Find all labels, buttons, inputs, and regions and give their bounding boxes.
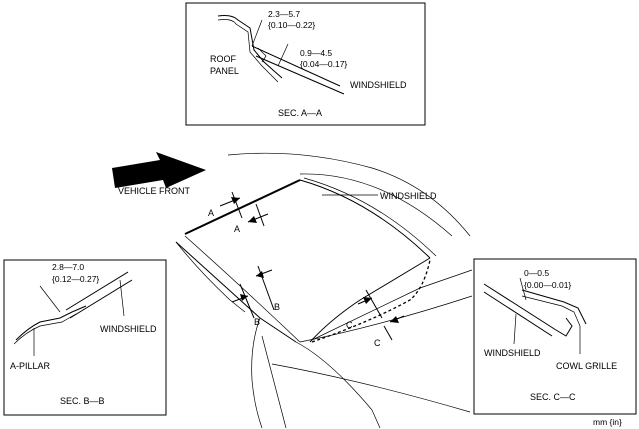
a-pillar-bb-shape-2 [13, 313, 77, 345]
windshield-aa-2 [255, 55, 345, 95]
bb-dim-leader [39, 285, 61, 313]
dim2-in: {0.04—0.17} [300, 59, 347, 69]
lower-body [295, 341, 381, 429]
roof-panel-shape [217, 15, 283, 79]
section-aa-panel: 2.3—5.7 {0.10—0.22} 0.9—4.5 {0.04—0.17} … [185, 2, 426, 126]
windshield-top-edge [184, 179, 301, 235]
section-cc-caption: SEC. C—C [530, 392, 576, 402]
dim1-leader [251, 19, 263, 47]
roof-rail-outer [299, 173, 453, 237]
dim1-in: {0.10—0.22} [268, 20, 315, 30]
marker-b-1: B [274, 302, 280, 312]
dim1-mm: 2.3—5.7 [268, 9, 300, 19]
section-a-arrowhead-2 [248, 216, 257, 223]
windshield-cc-2 [483, 291, 553, 337]
urethane-aa [257, 47, 267, 63]
windshield-cc-label: WINDSHIELD [484, 348, 541, 358]
section-b-line-1 [257, 265, 275, 311]
cc-dim-in: {0.00—0.01} [524, 280, 571, 290]
marker-a-1: A [208, 208, 214, 218]
dim2-leader [277, 43, 289, 67]
a-pillar-base [251, 317, 263, 429]
section-cc-panel: 0—0.5 {0.00—0.01} WINDSHIELD COWL GRILLE… [473, 258, 637, 415]
section-aa-frame [185, 2, 426, 126]
section-b-arrowhead-2 [240, 294, 248, 301]
windshield-bb-label: WINDSHIELD [100, 324, 157, 334]
a-pillar-outer [175, 241, 297, 343]
dim2-mm: 0.9—4.5 [300, 48, 332, 58]
bb-dim-mm: 2.8—7.0 [52, 262, 84, 272]
section-c-arrowhead-1 [363, 297, 372, 304]
roof-panel-label-1: ROOF [210, 54, 237, 64]
windshield-label: WINDSHIELD [380, 191, 437, 201]
body-side [175, 241, 246, 313]
section-b-line-2 [239, 283, 255, 319]
section-a-tick-1 [231, 191, 243, 219]
section-aa-caption: SEC. A—A [278, 108, 322, 118]
windshield-cc-leader [513, 313, 517, 345]
vehicle-front-arrow [112, 152, 206, 188]
marker-c-2: C [374, 338, 381, 348]
section-a-tick-2 [255, 203, 265, 227]
windshield-bb-1 [65, 271, 129, 311]
vehicle-front-label: VEHICLE FRONT [118, 186, 191, 196]
cowl-outline [309, 257, 431, 343]
cowl-grille-shape-2 [521, 295, 581, 327]
a-pillar-bb-shape [15, 305, 87, 341]
section-c-line-2 [383, 325, 393, 341]
bb-dim-in: {0.12—0.27} [52, 274, 99, 284]
roof-panel-label-2: PANEL [210, 66, 239, 76]
windshield-bb-2 [69, 279, 133, 319]
marker-a-2: A [234, 224, 240, 234]
section-bb-panel: 2.8—7.0 {0.12—0.27} WINDSHIELD A-PILLAR … [3, 259, 167, 416]
windshield-bb-leader [119, 279, 125, 317]
section-bb-caption: SEC. B—B [60, 396, 105, 406]
hood-line [299, 295, 473, 343]
section-c-arrowhead-2 [390, 316, 399, 323]
roof-panel-shape-2 [217, 19, 279, 83]
windshield-side-edge-2 [303, 177, 437, 257]
windshield-aa-label: WINDSHIELD [350, 80, 407, 90]
cowl-dashed [311, 259, 431, 343]
roof-outline [227, 152, 471, 237]
cc-dim-leader [519, 277, 527, 301]
windshield-aa-1 [251, 45, 341, 87]
marker-c-1: C [346, 320, 353, 330]
units-note: mm {in} [593, 417, 622, 427]
cc-dim-mm: 0—0.5 [524, 268, 549, 278]
fender-line [271, 363, 471, 413]
cowl-end [555, 317, 573, 337]
windshield-cc-1 [483, 283, 557, 331]
section-cc-frame [473, 258, 637, 415]
section-c-line-1 [365, 289, 383, 319]
cowl-grille-label: COWL GRILLE [556, 361, 617, 371]
cowl-grille-shape [521, 289, 587, 325]
vehicle-view: VEHICLE FRONT WINDSHIELD A A [112, 152, 473, 429]
door-line [261, 335, 287, 429]
a-pillar-label: A-PILLAR [10, 361, 51, 371]
windshield-side-edge [299, 179, 431, 259]
section-bb-frame [3, 259, 167, 416]
marker-b-2: B [254, 317, 260, 327]
